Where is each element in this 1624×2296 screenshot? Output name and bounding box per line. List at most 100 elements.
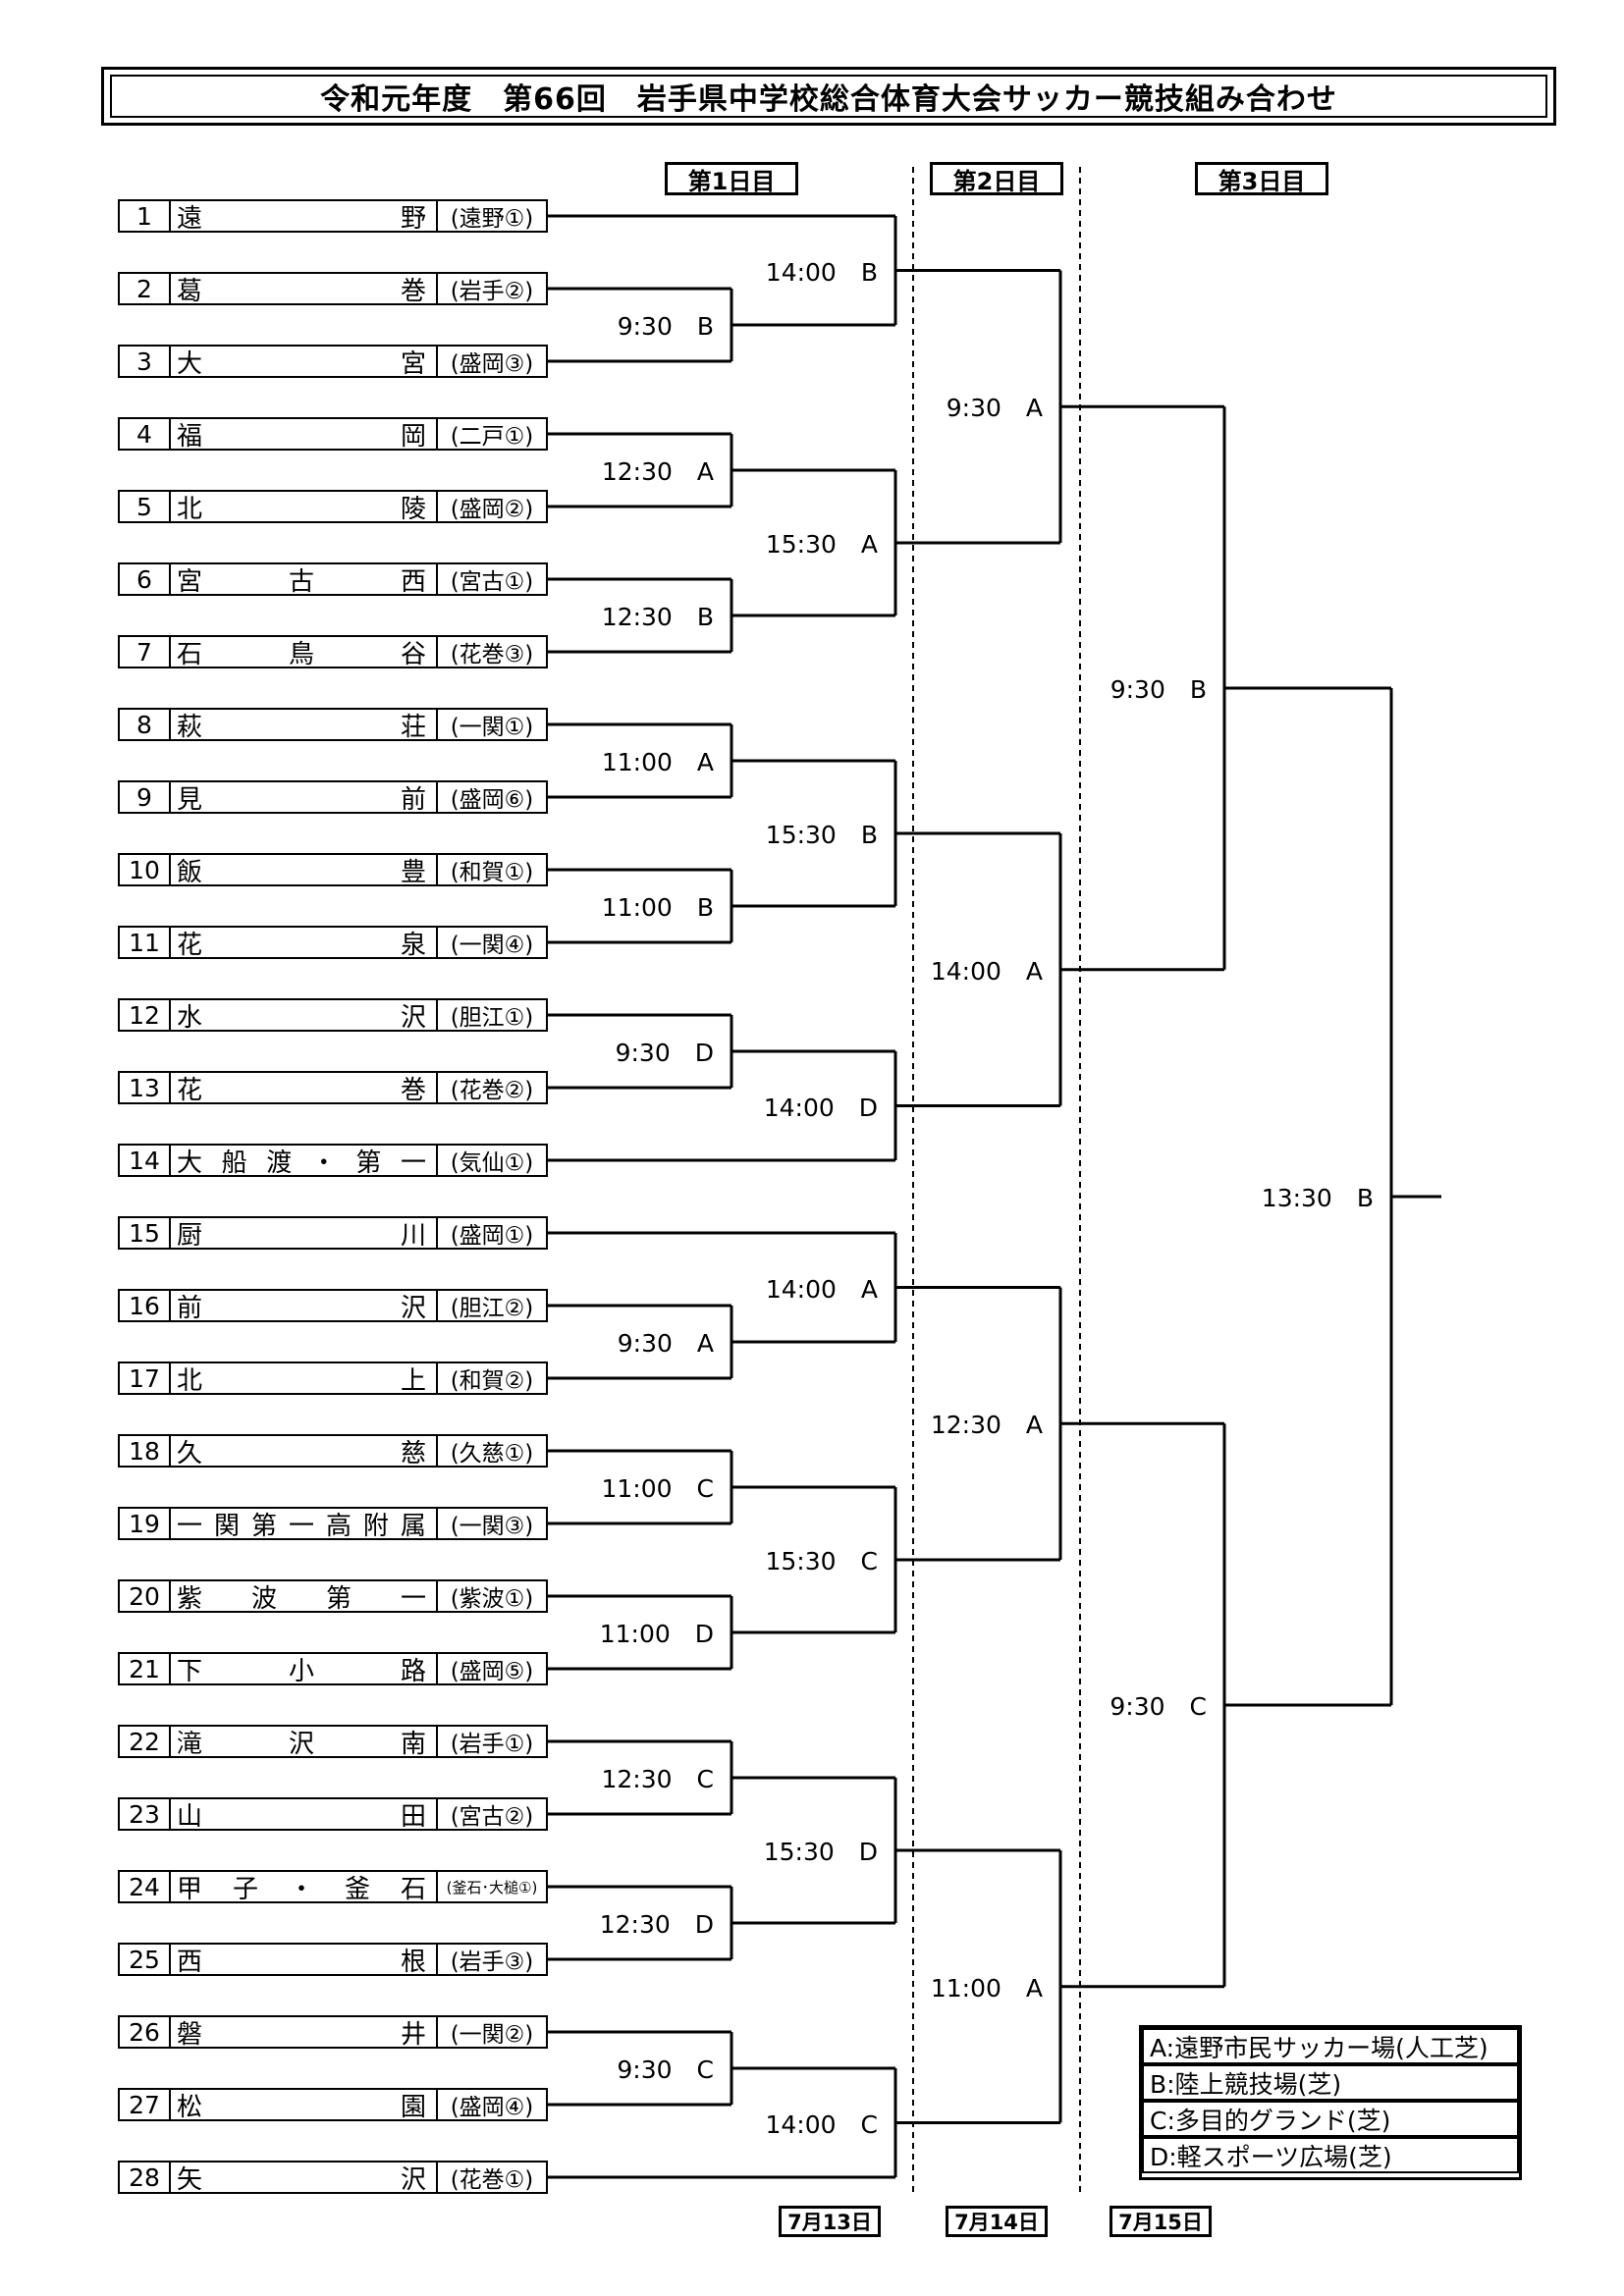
- team-number: 1: [120, 201, 171, 231]
- team-name-char: 南: [400, 1729, 428, 1759]
- team-qualification: (盛岡⑤): [450, 1659, 534, 1684]
- team-name-char: 豊: [400, 857, 428, 887]
- match-label-semifinal: 9:30 C: [1110, 1692, 1207, 1721]
- team-qualification: (紫波①): [450, 1586, 534, 1612]
- team-name-char: 石: [400, 1874, 428, 1904]
- team-name-char: ・: [310, 1148, 339, 1178]
- team-name-char: 高: [325, 1511, 353, 1541]
- team-name: 甲子・釜石: [171, 1872, 438, 1904]
- team-name-char: 沢: [400, 1002, 428, 1033]
- team-number: 20: [120, 1581, 171, 1611]
- match-label-round1: 11:00 A: [601, 748, 714, 776]
- legend-item-d: D:軽スポーツ広場(芝): [1142, 2137, 1519, 2173]
- team-name: 花巻: [171, 1073, 438, 1105]
- team-name-char: 一: [400, 1583, 428, 1614]
- team-qualification: (胆江①): [450, 1005, 534, 1031]
- team-qualification: (二戸①): [450, 424, 534, 450]
- team-name: 萩荘: [171, 710, 438, 742]
- team-qualification: (盛岡④): [450, 2095, 534, 2120]
- team-name-char: 北: [177, 494, 205, 524]
- match-label-round2: 14:00 D: [763, 1093, 878, 1122]
- team-name-char: 厨: [177, 1220, 205, 1251]
- team-name-char: 古: [288, 566, 316, 597]
- team-number: 9: [120, 782, 171, 812]
- team-name-char: 路: [400, 1656, 428, 1686]
- team-number: 4: [120, 419, 171, 449]
- team-name-char: 葛: [177, 276, 205, 306]
- team-name-char: 船: [221, 1148, 249, 1178]
- team-number: 6: [120, 564, 171, 594]
- team-number: 27: [120, 2090, 171, 2119]
- team-name-char: 水: [177, 1002, 205, 1033]
- match-label-round1: 11:00 C: [601, 1474, 714, 1503]
- team-name: 北陵: [171, 492, 438, 524]
- team-name: 山田: [171, 1799, 438, 1832]
- team-name: 下小路: [171, 1654, 438, 1686]
- team-name-char: 磐: [177, 2019, 205, 2050]
- team-number: 19: [120, 1509, 171, 1538]
- team-name-char: 鳥: [288, 639, 316, 669]
- team-name-char: 一: [288, 1511, 316, 1541]
- title-box: 令和元年度 第66回 岩手県中学校総合体育大会サッカー競技組み合わせ: [101, 67, 1556, 126]
- match-label-round2: 15:30 D: [763, 1838, 878, 1866]
- team-name-char: 大: [177, 348, 205, 379]
- team-name-char: 第: [325, 1583, 353, 1614]
- match-label-round1: 12:30 C: [601, 1765, 714, 1793]
- match-label-final: 13:30 B: [1261, 1184, 1374, 1212]
- match-label-round1: 11:00 B: [601, 893, 714, 922]
- match-label-round1: 9:30 D: [615, 1039, 714, 1067]
- date-day-2: 7月14日: [946, 2206, 1048, 2237]
- team-qualification: (一関①): [450, 715, 534, 740]
- team-name: 飯豊: [171, 855, 438, 887]
- team-number: 14: [120, 1146, 171, 1175]
- match-label-round2: 15:30 B: [765, 821, 878, 849]
- team-qualification: (盛岡②): [450, 497, 534, 522]
- match-label-round1: 12:30 D: [599, 1910, 714, 1939]
- team-qualification: (胆江②): [450, 1296, 534, 1321]
- team-name-char: 渡: [266, 1148, 295, 1178]
- team-name-char: 子: [232, 1874, 260, 1904]
- team-name-char: 宮: [177, 566, 205, 597]
- team-name-char: 北: [177, 1365, 205, 1396]
- team-name-char: 野: [400, 203, 428, 234]
- match-label-round2: 14:00 C: [765, 2109, 878, 2139]
- team-number: 24: [120, 1872, 171, 1901]
- team-name-char: 附: [362, 1511, 391, 1541]
- team-name: 石鳥谷: [171, 637, 438, 669]
- team-name-char: 下: [177, 1656, 205, 1686]
- team-name-char: 石: [177, 639, 205, 669]
- team-name: 遠野: [171, 201, 438, 234]
- team-name-char: 根: [400, 1947, 428, 1977]
- team-name-char: 波: [250, 1583, 279, 1614]
- team-name: 滝沢南: [171, 1727, 438, 1759]
- team-qualification: (遠野①): [450, 206, 534, 232]
- team-number: 5: [120, 492, 171, 521]
- page-title: 令和元年度 第66回 岩手県中学校総合体育大会サッカー競技組み合わせ: [110, 75, 1547, 118]
- team-name-char: 矢: [177, 2164, 205, 2195]
- team-number: 3: [120, 347, 171, 376]
- match-label-round2: 14:00 A: [765, 1274, 878, 1304]
- match-label-round1: 9:30 B: [617, 312, 714, 341]
- team-name-char: 前: [400, 784, 428, 815]
- team-number: 23: [120, 1799, 171, 1829]
- team-name-char: 岡: [400, 421, 428, 452]
- team-name-char: 遠: [177, 203, 205, 234]
- team-qualification: (和賀②): [450, 1368, 534, 1394]
- team-name-char: 宮: [400, 348, 428, 379]
- team-name-char: 滝: [177, 1729, 205, 1759]
- day-header-3: 第3日目: [1195, 162, 1328, 195]
- team-number: 17: [120, 1363, 171, 1393]
- venue-legend: A:遠野市民サッカー場(人工芝) B:陸上競技場(芝) C:多目的グランド(芝)…: [1139, 2025, 1522, 2180]
- team-name: 久慈: [171, 1436, 438, 1468]
- team-name-char: 小: [288, 1656, 316, 1686]
